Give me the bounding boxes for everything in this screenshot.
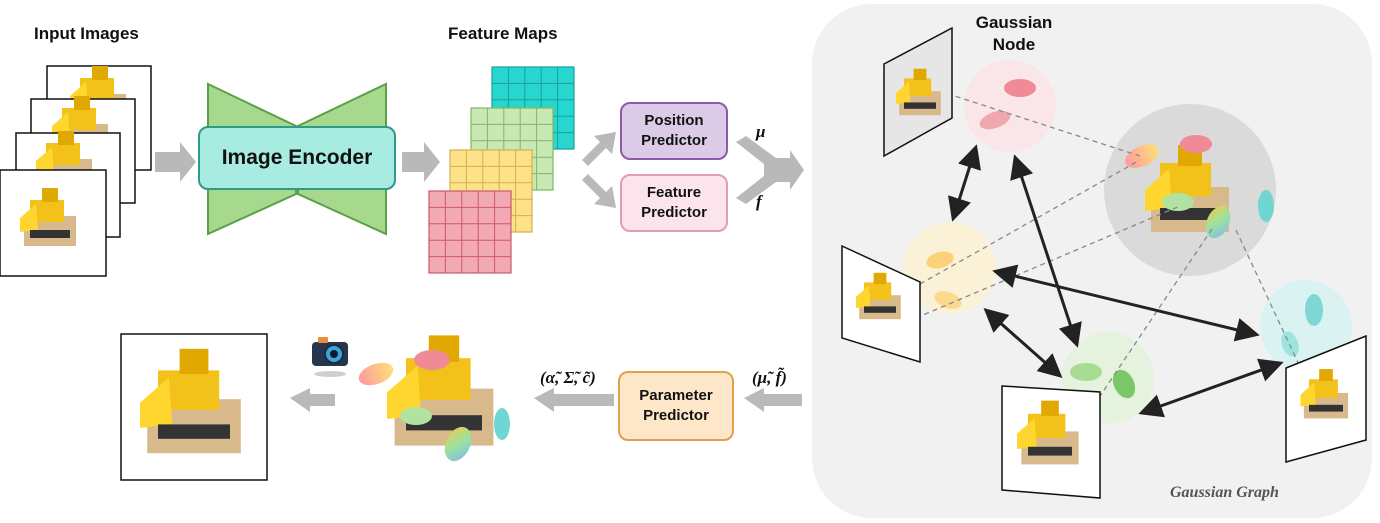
- flow-arrows: [155, 132, 804, 412]
- gaussian-ellipse: [926, 251, 954, 269]
- gaussian-graph-label: Gaussian Graph: [1170, 484, 1279, 501]
- param-inputs-label: (μ̃, f̃): [752, 368, 787, 387]
- gaussian-ellipse: [1162, 193, 1194, 211]
- mu-label: μ: [756, 122, 766, 141]
- parameter-predictor-box: Parameter Predictor: [618, 371, 734, 441]
- gaussian-ellipse: [1258, 190, 1274, 222]
- camera-view-plane: [883, 26, 953, 158]
- rendered-output-image: [120, 333, 268, 481]
- gaussian-ellipse: [1125, 144, 1159, 168]
- param-outputs-label: (α̃, Σ̃, c̃): [540, 368, 596, 387]
- camera-view-plane: [1001, 385, 1101, 499]
- gaussian-node-yellow: [904, 222, 996, 314]
- gaussian-node-label: Gaussian Node: [975, 13, 1053, 54]
- gaussian-ellipse: [1070, 363, 1102, 381]
- gaussian-ellipse: [1112, 369, 1136, 399]
- camera-icon: [312, 337, 348, 377]
- gaussian-render-scene: [358, 335, 510, 462]
- f-label: f: [756, 192, 762, 211]
- camera-view-plane: [1285, 334, 1367, 463]
- gaussian-ellipse: [1180, 135, 1212, 153]
- gaussian-ellipse: [1004, 79, 1036, 97]
- position-predictor-box: Position Predictor: [620, 102, 728, 160]
- graph-edges: [948, 144, 1284, 418]
- gaussian-ellipse: [979, 110, 1011, 130]
- gaussian-node-pink: [964, 60, 1056, 152]
- gaussian-ellipse: [934, 291, 962, 309]
- feature-predictor-box: Feature Predictor: [620, 174, 728, 232]
- gaussian-ellipse: [1305, 294, 1323, 326]
- gaussian-node-cyan: [1260, 280, 1352, 372]
- image-encoder-box: Image Encoder: [198, 126, 396, 190]
- feature-map-grids: [428, 66, 575, 274]
- camera-view-plane: [841, 244, 921, 364]
- feature-maps-label: Feature Maps: [448, 24, 558, 43]
- input-images-label: Input Images: [34, 24, 139, 43]
- input-image-stack: [0, 65, 152, 277]
